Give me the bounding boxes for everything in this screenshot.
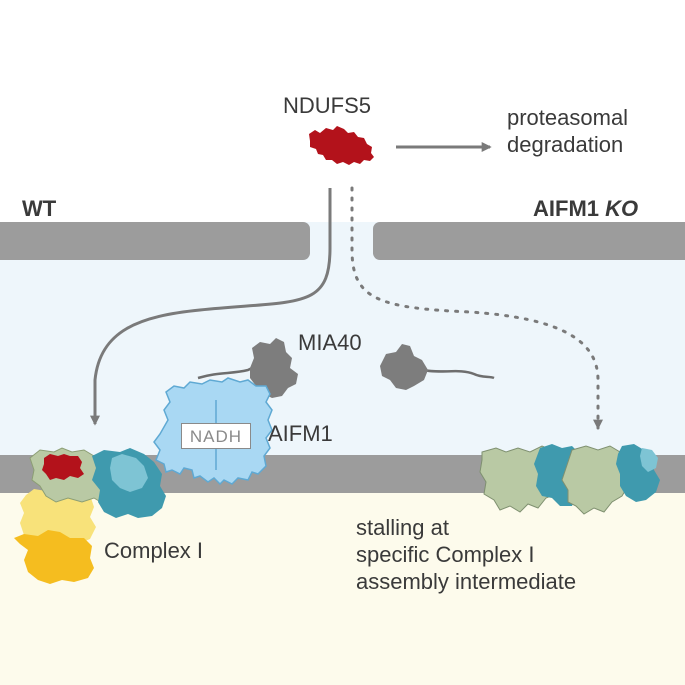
stalling-label: stalling at specific Complex I assembly …: [356, 515, 577, 594]
aifm1-label: AIFM1: [268, 421, 333, 446]
ndufs5-in-complex: [42, 454, 84, 480]
mia40-label: MIA40: [298, 330, 362, 355]
proteasomal-degradation-label: proteasomal degradation: [507, 105, 629, 157]
nadh-box: NADH: [181, 423, 251, 449]
mia40-protein-right: [380, 344, 495, 390]
wt-label: WT: [22, 196, 57, 221]
aifm1-ko-gene: AIFM1: [533, 196, 606, 221]
import-arrow-wt: [90, 188, 332, 426]
complex-i-wt: [14, 447, 166, 584]
intermembrane-space: [0, 222, 685, 462]
aifm1-ko-label: AIFM1 KO: [533, 196, 638, 222]
outer-membrane-left: [0, 222, 310, 260]
complex-i-intermediate-ko: [479, 444, 660, 515]
mia40-protein-left: [197, 338, 298, 398]
complex-i-label: Complex I: [104, 538, 204, 563]
outer-membrane-right: [373, 222, 685, 260]
ndufs5-protein: [309, 126, 374, 165]
aifm1-ko-suffix: KO: [605, 196, 639, 221]
cytosol-region: [0, 0, 685, 222]
ndufs5-label: NDUFS5: [283, 93, 372, 118]
